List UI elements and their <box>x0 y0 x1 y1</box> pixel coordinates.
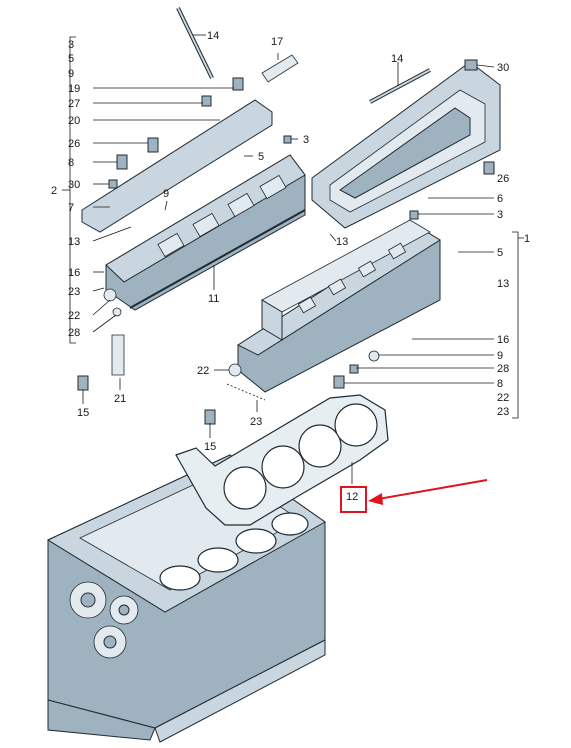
cylinder-head-gasket <box>175 394 389 526</box>
callout-numbers: 14 17 19 27 20 26 8 30 7 13 16 23 22 28 … <box>68 30 509 503</box>
callout-22-left: 22 <box>68 310 80 322</box>
seal-ring-right <box>228 363 242 377</box>
callout-15-mid: 15 <box>204 441 216 453</box>
cylinder-bore-2 <box>197 547 239 573</box>
left-group-label: 2 <box>51 185 57 197</box>
callout-26-right: 26 <box>497 173 509 185</box>
bolt-8-left <box>116 154 128 170</box>
callout-26-left: 26 <box>68 138 80 150</box>
leader-lines <box>82 34 495 484</box>
callout-28-left: 28 <box>68 327 80 339</box>
callout-17: 17 <box>271 36 283 48</box>
callout-5-right: 5 <box>497 247 503 259</box>
callout-14-right: 14 <box>391 53 403 65</box>
cylinder-bore-1 <box>159 565 201 591</box>
nut-3-right <box>409 210 419 220</box>
callout-15-left: 15 <box>77 407 89 419</box>
left-group-bracket: 2 3 5 9 <box>51 36 76 344</box>
right-group-bracket: 1 <box>512 231 530 419</box>
bolt-27 <box>201 95 212 107</box>
gasket-bore-4 <box>334 403 378 447</box>
left-group-item-1: 3 <box>68 39 74 51</box>
seal-strip <box>129 209 306 309</box>
callout-3-right: 3 <box>497 209 503 221</box>
callout-16-right: 16 <box>497 334 509 346</box>
nut-30-left <box>108 179 118 189</box>
callout-23-right: 23 <box>497 406 509 418</box>
callout-21: 21 <box>114 393 126 405</box>
callout-22-right: 22 <box>497 392 509 404</box>
right-group-item-1: 13 <box>497 278 509 290</box>
left-group-item-3: 9 <box>68 68 74 80</box>
left-group-item-2: 5 <box>68 53 74 65</box>
bolt-left-bottom <box>77 375 89 391</box>
callout-22-mid: 22 <box>197 365 209 377</box>
callout-11: 11 <box>208 293 219 305</box>
cylinder-head-right <box>236 219 441 393</box>
sealant-tube-bottom <box>111 334 125 376</box>
highlight-box <box>340 486 367 513</box>
callout-16-left: 16 <box>68 267 80 279</box>
bolt-center <box>204 409 216 425</box>
callout-7: 7 <box>68 202 74 214</box>
cap-right <box>368 350 380 362</box>
callout-13-left: 13 <box>68 236 80 248</box>
callout-23-left: 23 <box>68 286 80 298</box>
callout-23-mid: 23 <box>250 416 262 428</box>
seal-ring-left <box>103 288 117 302</box>
head-bolt-right <box>369 68 431 104</box>
cylinder-bore-4 <box>271 512 309 536</box>
callout-12: 12 <box>346 491 358 503</box>
head-bolt-left <box>176 7 214 79</box>
left-cam-rail <box>81 99 273 233</box>
callout-19: 19 <box>68 83 80 95</box>
gasket-bore-3 <box>298 424 342 468</box>
cap-left <box>112 307 122 317</box>
gasket-bore-1 <box>223 466 267 510</box>
callout-8-right: 8 <box>497 378 503 390</box>
bolt-26-right <box>483 161 495 175</box>
callout-27: 27 <box>68 98 80 110</box>
callout-9-left: 9 <box>163 188 169 200</box>
bolt-26-left <box>147 137 159 153</box>
callout-30-left: 30 <box>68 179 80 191</box>
callout-8-left: 8 <box>68 157 74 169</box>
callout-28-right: 28 <box>497 363 509 375</box>
cam-carrier-frame <box>311 61 501 229</box>
nut-3-left <box>283 135 292 144</box>
right-group-label: 1 <box>524 233 530 245</box>
callout-14-left: 14 <box>207 30 219 42</box>
callout-13-mid: 13 <box>336 236 348 248</box>
gasket-bore-2 <box>261 445 305 489</box>
callout-6: 6 <box>497 193 503 205</box>
bolt-8-right <box>333 375 345 389</box>
callout-9-right: 9 <box>497 350 503 362</box>
intake-manifold <box>105 154 306 311</box>
engine-block <box>46 454 326 743</box>
callout-30-right: 30 <box>497 62 509 74</box>
callout-3-left: 3 <box>303 134 309 146</box>
nut-30-right <box>464 59 478 71</box>
sealant-tube-top <box>261 54 299 83</box>
nut-28-right <box>349 364 359 374</box>
cylinder-bore-3 <box>235 528 277 554</box>
highlight-arrow <box>368 479 488 505</box>
callout-5-left: 5 <box>258 151 264 163</box>
cap-bolt-19 <box>232 77 244 91</box>
callout-20: 20 <box>68 115 80 127</box>
